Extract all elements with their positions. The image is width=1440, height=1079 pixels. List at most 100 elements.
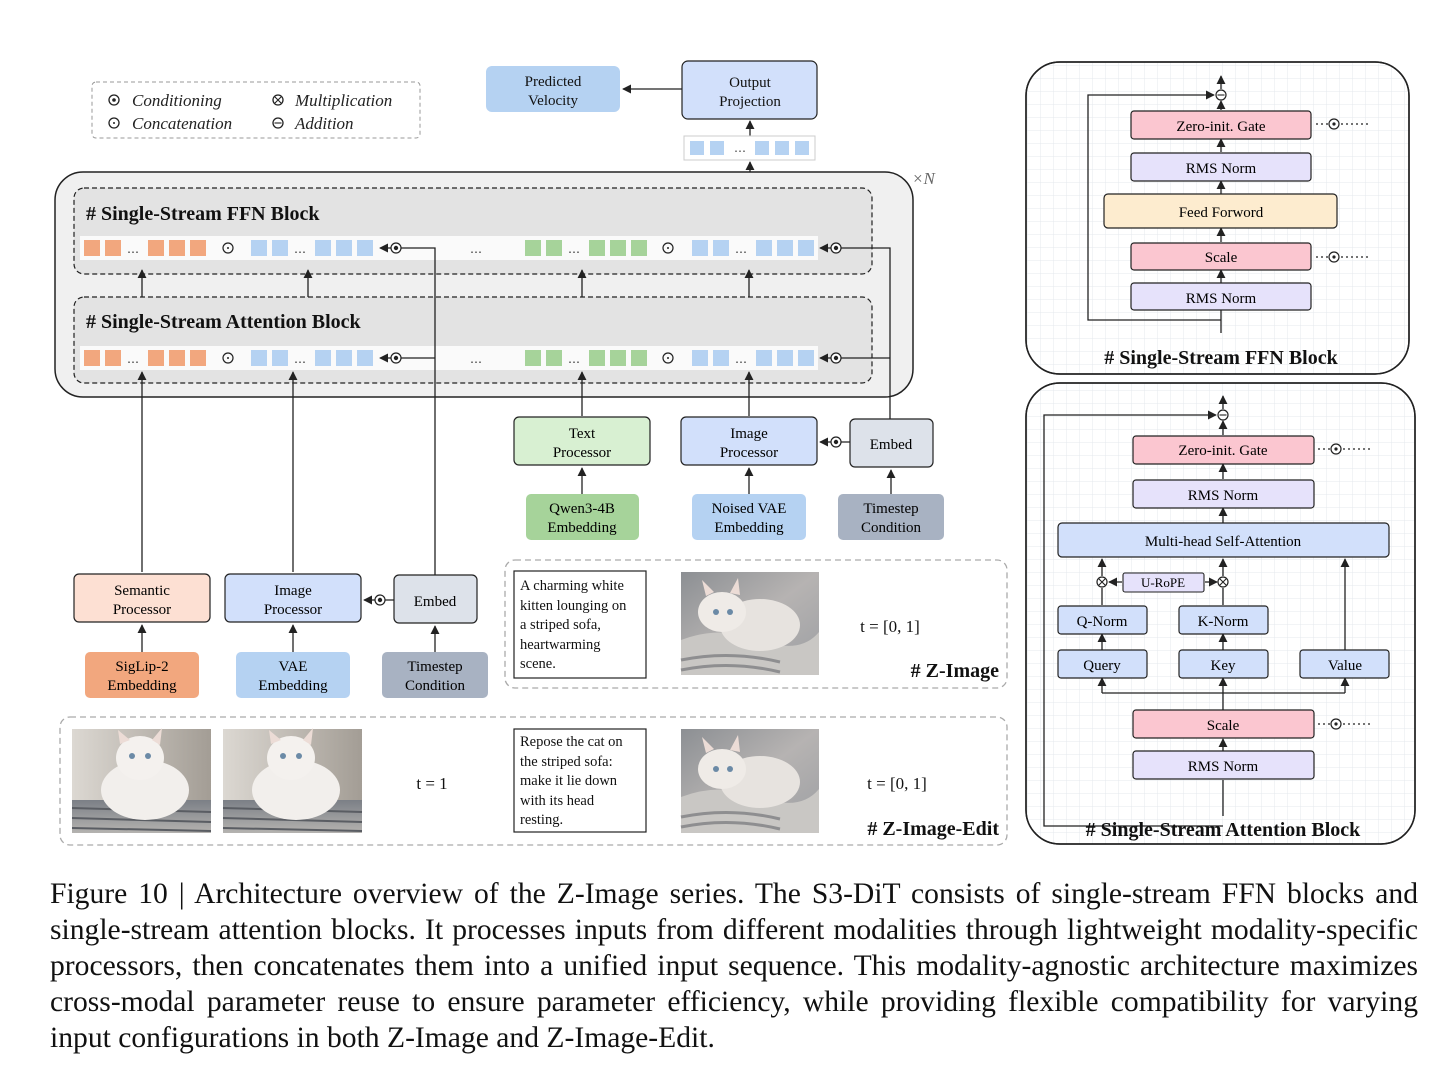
svg-text:K-Norm: K-Norm [1198, 614, 1249, 630]
token [713, 350, 729, 366]
token [190, 350, 206, 366]
ellipsis: … [568, 242, 580, 256]
attention-block [73, 296, 873, 384]
ffn-scale: Scale [1130, 242, 1312, 271]
svg-text:Processor: Processor [113, 602, 171, 618]
token [315, 350, 331, 366]
svg-text:Qwen3-4B: Qwen3-4B [549, 501, 615, 517]
multiplication-icon [272, 94, 284, 106]
token [148, 240, 164, 256]
z-image-prompt-box [513, 570, 647, 679]
token [105, 350, 121, 366]
z-image-edit-t-right: t = [0, 1] [867, 774, 927, 793]
token [84, 350, 100, 366]
legend-addition: Addition [294, 114, 354, 133]
svg-text:Image: Image [730, 426, 768, 442]
token [357, 350, 373, 366]
attn-zero-gate: Zero-init. Gate [1132, 435, 1315, 465]
ellipsis: … [470, 242, 482, 256]
token [777, 240, 793, 256]
svg-text:RMS Norm: RMS Norm [1186, 161, 1257, 177]
svg-text:Key: Key [1211, 658, 1236, 674]
ffn-detail-title: # Single-Stream FFN Block [1104, 347, 1338, 369]
repeat-n-label: ×N [912, 169, 936, 188]
concatenation-dot [227, 247, 229, 249]
legend-multiplication: Multiplication [294, 91, 392, 110]
attention-block-title: # Single-Stream Attention Block [86, 311, 362, 333]
z-image-prompt-text: A charming white kitten lounging on a st… [520, 578, 627, 672]
attention-detail-title: # Single-Stream Attention Block [1086, 819, 1362, 841]
legend-concatenation: Concatenation [132, 114, 232, 133]
svg-text:Multi-head Self-Attention: Multi-head Self-Attention [1145, 534, 1302, 550]
token [713, 240, 729, 256]
svg-text:Scale: Scale [1205, 250, 1238, 266]
output-token-row: … [683, 135, 816, 161]
concatenation-icon [108, 117, 120, 129]
z-image-label: # Z-Image [911, 660, 999, 682]
svg-text:SigLip-2: SigLip-2 [115, 659, 168, 675]
svg-text:Zero-init. Gate: Zero-init. Gate [1176, 119, 1265, 135]
attn-rms-norm-1: RMS Norm [1132, 479, 1315, 509]
z-image-edit-prompt-text: Repose the cat on the striped sofa: make… [520, 734, 623, 828]
svg-text:Timestep: Timestep [407, 659, 462, 675]
token [798, 240, 814, 256]
svg-text:Condition: Condition [861, 520, 922, 536]
timestep-condition-right-box: Timestep Condition [838, 494, 944, 540]
attn-value: Value [1299, 649, 1390, 679]
token [798, 350, 814, 366]
svg-text:Predicted: Predicted [525, 74, 582, 90]
svg-text:Embed: Embed [870, 437, 913, 453]
text-processor-box: Text Processor [513, 416, 651, 466]
legend: Conditioning Multiplication Concatenatio… [91, 81, 421, 139]
token [105, 240, 121, 256]
z-image-panel [504, 559, 1008, 689]
svg-text:VAE: VAE [279, 659, 308, 675]
token [190, 240, 206, 256]
z-image-edit-t-left: t = 1 [416, 774, 447, 793]
attn-query: Query [1057, 649, 1148, 679]
conditioning-icon [108, 94, 120, 106]
attn-q-norm: Q-Norm [1057, 605, 1148, 635]
svg-text:Timestep: Timestep [863, 501, 918, 517]
svg-text:Text: Text [569, 426, 596, 442]
svg-text:Semantic: Semantic [114, 583, 170, 599]
z-image-edit-output-image [680, 729, 819, 833]
token [169, 240, 185, 256]
token [546, 240, 562, 256]
figure-caption: Figure 10 | Architecture overview of the… [50, 878, 1418, 1054]
svg-text:Processor: Processor [553, 445, 611, 461]
z-image-edit-label: # Z-Image-Edit [867, 818, 999, 840]
addition-icon [272, 117, 284, 129]
ffn-zero-gate: Zero-init. Gate [1130, 110, 1312, 140]
semantic-processor-box: Semantic Processor [73, 573, 211, 623]
attention-tokens: …………… [84, 350, 814, 366]
token [357, 240, 373, 256]
ellipsis: … [294, 242, 306, 256]
svg-text:Query: Query [1083, 658, 1121, 674]
ellipsis: … [568, 352, 580, 366]
concatenation-icon [662, 352, 674, 364]
z-image-edit-prompt-box [513, 728, 647, 833]
token [525, 350, 541, 366]
ffn-block [73, 187, 873, 275]
token [148, 350, 164, 366]
svg-text:Image: Image [274, 583, 312, 599]
ffn-rms-norm-2: RMS Norm [1130, 282, 1312, 311]
concatenation-icon [662, 242, 674, 254]
token [589, 350, 605, 366]
svg-text:Processor: Processor [264, 602, 322, 618]
vae-embedding-box: VAE Embedding [236, 652, 350, 698]
qwen-embedding-box: Qwen3-4B Embedding [526, 494, 639, 540]
svg-text:RMS Norm: RMS Norm [1188, 759, 1259, 775]
predicted-velocity-box: Predicted Velocity [486, 66, 620, 112]
token [84, 240, 100, 256]
attn-rms-norm-2: RMS Norm [1132, 750, 1315, 780]
token [756, 240, 772, 256]
concatenation-dot [667, 357, 669, 359]
timestep-condition-left-box: Timestep Condition [382, 652, 488, 698]
concatenation-icon [222, 242, 234, 254]
svg-text:Condition: Condition [405, 678, 466, 694]
output-projection-box: Output Projection [681, 60, 818, 120]
svg-text:Feed Forword: Feed Forword [1179, 205, 1264, 221]
token [336, 350, 352, 366]
